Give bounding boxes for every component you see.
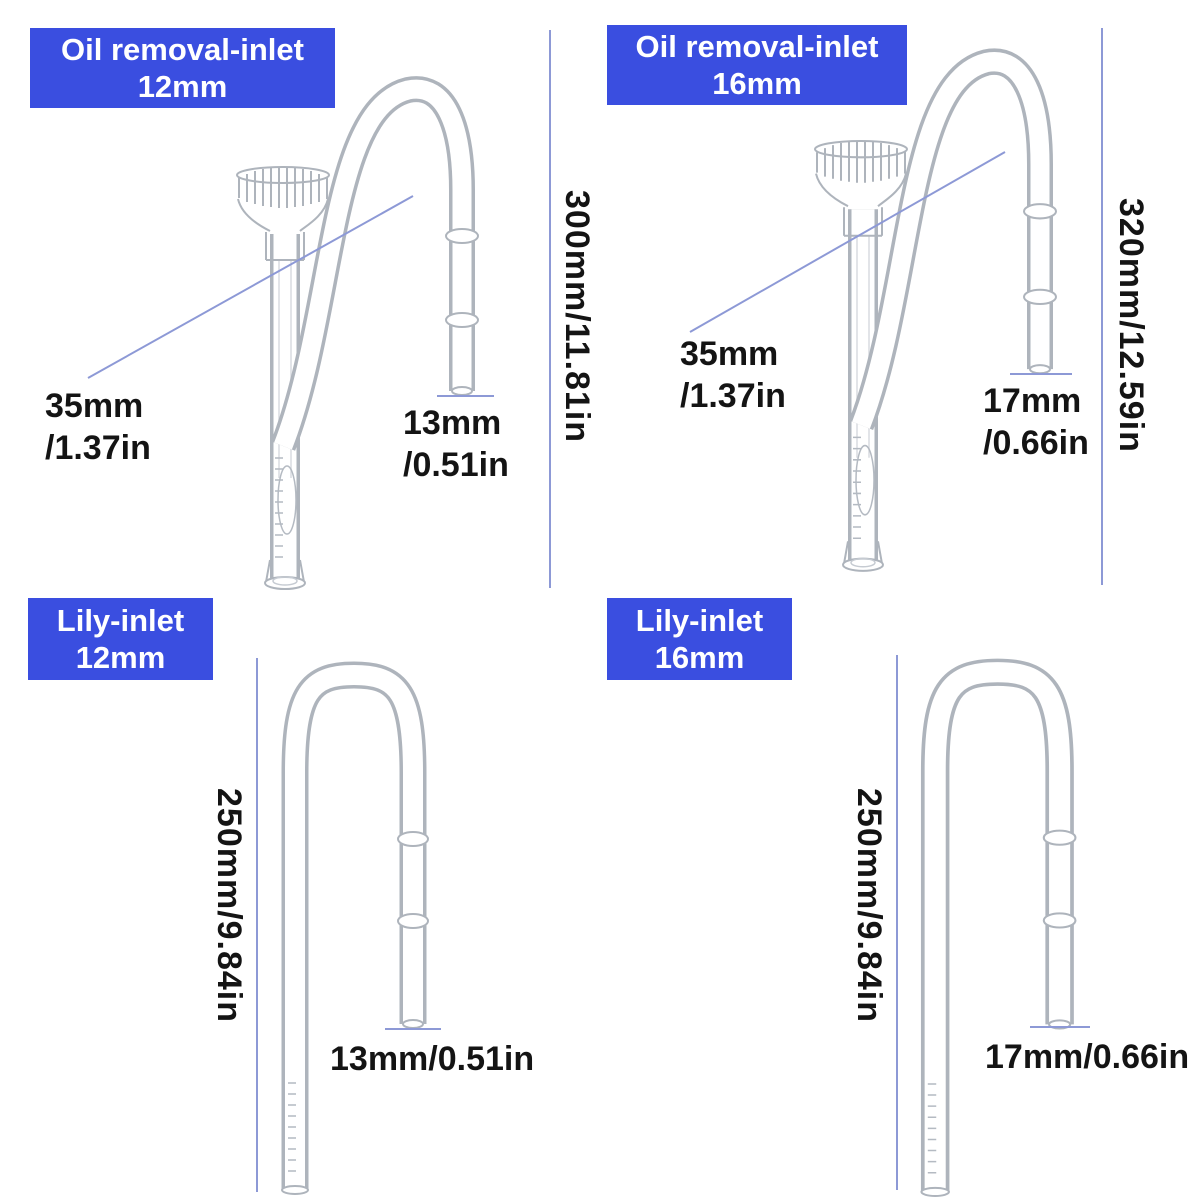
dim-lily16-outlet: 17mm/0.66in [985,1038,1190,1076]
dim-oil16-cup-width-line2: /1.37in [680,377,786,415]
product-label-oil16-line1: Oil removal-inlet [635,29,879,64]
dim-lily12-total-height: 250mm/9.84in [210,788,248,1024]
dim-oil16-outlet: 17mm /0.66in [983,380,1089,464]
oil-removal-inlet-12mm-illustration [180,58,520,598]
lily-inlet-12mm-illustration [255,653,475,1198]
lily-inlet-16mm-illustration [893,650,1125,1200]
dim-oil12-cup-width: 35mm /1.37in [45,385,151,469]
product-label-lily16: Lily-inlet 16mm [607,598,792,680]
dim-oil12-cup-width-line2: /1.37in [45,429,151,467]
dim-oil12-outlet: 13mm /0.51in [403,402,509,486]
product-label-oil12-line1: Oil removal-inlet [61,32,304,67]
product-label-oil16-line2: 16mm [712,66,802,101]
dim-oil16-cup-width: 35mm /1.37in [680,333,786,417]
product-label-lily12-line1: Lily-inlet [56,603,185,638]
dim-oil12-total-height: 300mm/11.81in [558,190,596,444]
product-label-lily12-line2: 12mm [75,640,166,675]
dim-oil16-cup-width-line1: 35mm [680,335,779,373]
product-label-oil12: Oil removal-inlet 12mm [30,28,335,108]
product-label-oil16: Oil removal-inlet 16mm [607,25,907,105]
dim-lily16-total-height: 250mm/9.84in [850,788,888,1024]
dim-oil16-outlet-line2: /0.66in [983,424,1089,462]
dim-oil16-total-height: 320mm/12.59in [1112,198,1150,453]
product-label-lily12: Lily-inlet 12mm [28,598,213,680]
dim-oil16-outlet-line1: 17mm [983,382,1082,420]
product-label-lily16-line2: 16mm [654,640,745,675]
product-label-oil12-line2: 12mm [137,69,228,104]
product-label-lily16-line1: Lily-inlet [635,603,764,638]
dim-oil12-outlet-line1: 13mm [403,404,502,442]
dim-oil12-cup-width-line1: 35mm [45,387,144,425]
oil-removal-inlet-16mm-illustration [758,30,1098,580]
dim-lily12-outlet: 13mm/0.51in [330,1040,535,1078]
dim-oil12-outlet-line2: /0.51in [403,446,509,484]
